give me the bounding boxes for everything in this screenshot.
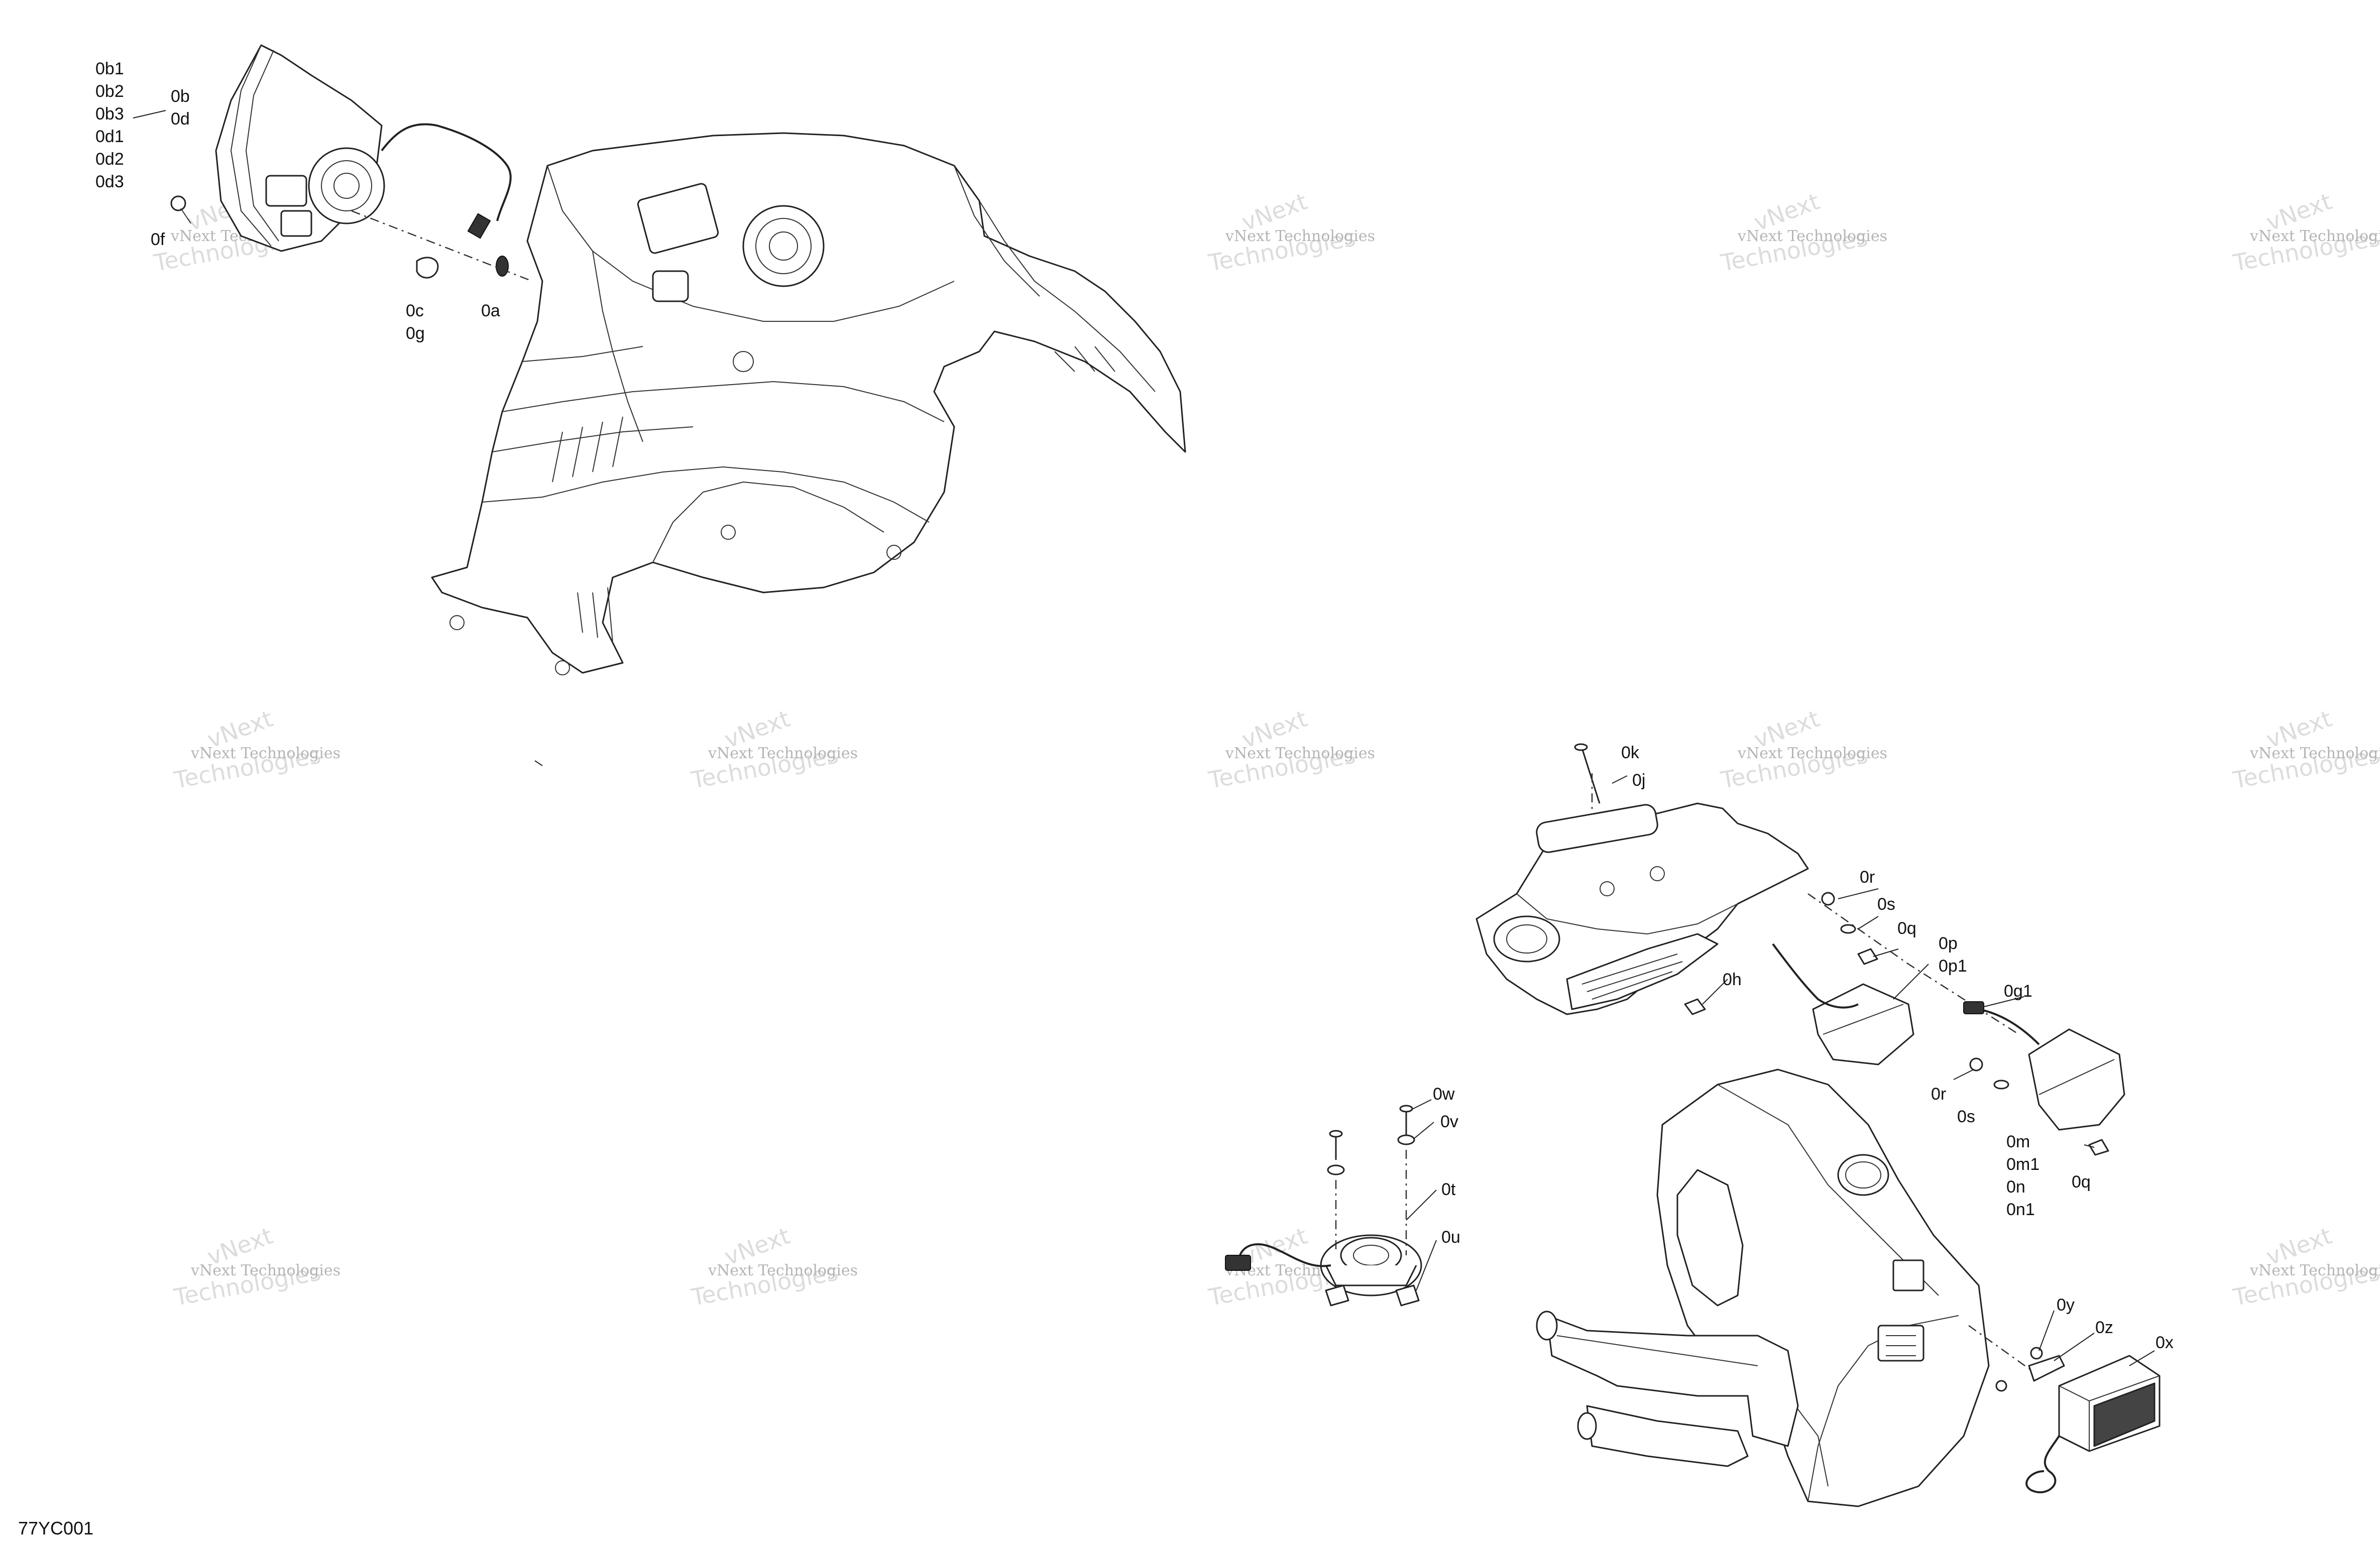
callout-0d3: 0d3 (95, 172, 124, 191)
connector-0g1 (1963, 1001, 1984, 1014)
callout-0m1: 0m1 (2006, 1155, 2039, 1174)
callout-0u: 0u (1441, 1228, 1460, 1247)
watermark: vNext Technologies vNext Technologies (2231, 705, 2380, 794)
watermark: vNext Technologies vNext Technologies (172, 1222, 341, 1311)
callout-0b3: 0b3 (95, 104, 124, 124)
callout-0d2: 0d2 (95, 150, 124, 169)
rear-fender (1656, 1069, 1990, 1507)
screw-left (1327, 1130, 1345, 1175)
svg-text:vNext Technologies: vNext Technologies (2249, 227, 2380, 245)
callout-0r: 0r (1860, 868, 1875, 887)
front-fascia-frame (431, 132, 1186, 675)
svg-text:vNext Technologies: vNext Technologies (2249, 745, 2380, 762)
svg-text:vNext Technologies: vNext Technologies (708, 1262, 858, 1279)
svg-text:vNext Technologies: vNext Technologies (190, 745, 341, 762)
headlight-housing (215, 44, 385, 252)
axis-module (1968, 1325, 2039, 1377)
headlight-wire (381, 123, 512, 221)
callout-0n: 0n (2006, 1177, 2025, 1197)
svg-text:vNext Technologies: vNext Technologies (1225, 227, 1375, 245)
hardware-0r-0s-lower (1969, 1057, 2009, 1090)
headlight-connector (467, 213, 491, 239)
callout-0k: 0k (1621, 743, 1640, 762)
hardware-0q-lower (2088, 1139, 2109, 1156)
callout-0s: 0s (1877, 895, 1895, 914)
callout-0q: 0q (1897, 919, 1916, 938)
nut-0y (2030, 1347, 2043, 1360)
svg-text:vNext Technologies: vNext Technologies (2249, 1262, 2380, 1279)
hardware-0h (1684, 998, 1706, 1015)
svg-text:vNext Technologies: vNext Technologies (708, 745, 858, 762)
callout-0m: 0m (2006, 1132, 2030, 1151)
watermark: vNext Technologies vNext Technologies (172, 705, 341, 794)
callout-0h: 0h (1723, 970, 1742, 989)
bracket-0z (2028, 1355, 2065, 1382)
callout-0q: 0q (2072, 1172, 2091, 1192)
hardware-0r-0s-upper (1821, 892, 1878, 965)
horn-connector (1225, 1255, 1251, 1271)
rear-grab-rail (1536, 1311, 1799, 1467)
callout-0r: 0r (1931, 1085, 1946, 1104)
callout-0g1: 0g1 (2004, 982, 2032, 1001)
callout-labels: 0b1 0b2 0b3 0d1 0d2 0d3 0b 0d 0f 0c 0g 0… (95, 59, 2174, 1352)
callout-0a: 0a (481, 301, 500, 320)
screw-0w (1399, 1105, 1413, 1135)
watermark: vNext Technologies vNext Technologies (2231, 188, 2380, 277)
callout-0t: 0t (1441, 1180, 1456, 1199)
nut-left (1325, 1284, 1349, 1307)
callout-0j: 0j (1632, 771, 1645, 790)
reference-code: 77YC001 (18, 1518, 93, 1538)
screw-0f (170, 195, 191, 224)
control-module (2058, 1355, 2161, 1452)
watermark: vNext Technologies vNext Technologies (1206, 705, 1375, 794)
leader-lines (133, 110, 2155, 1366)
assembly-axis (351, 210, 533, 282)
screw-0k (1574, 743, 1601, 804)
horn-assembly (1320, 1234, 1422, 1296)
callout-0d: 0d (171, 109, 190, 129)
watermark: vNext Technologies vNext Technologies (689, 1222, 858, 1311)
rear-upper-cover (1476, 802, 1809, 1015)
nut-0a (496, 256, 509, 277)
callout-0x: 0x (2156, 1333, 2174, 1352)
callout-0p: 0p (1939, 934, 1958, 953)
nut-0u (1395, 1284, 1420, 1307)
horn-wire (1238, 1243, 1331, 1267)
module-wire (2025, 1435, 2060, 1493)
svg-text:vNext Technologies: vNext Technologies (1737, 227, 1887, 245)
callout-0s: 0s (1957, 1107, 1975, 1126)
callout-0z: 0z (2095, 1318, 2113, 1337)
tail-light-wire-right (1978, 1008, 2040, 1045)
callout-0n1: 0n1 (2006, 1200, 2035, 1219)
clip-0c (416, 257, 439, 279)
callout-0f: 0f (151, 230, 165, 249)
tail-light-left (1812, 983, 1914, 1065)
callout-0v: 0v (1440, 1112, 1458, 1131)
watermark: vNext Technologies vNext Technologies (1206, 188, 1375, 277)
callout-0b2: 0b2 (95, 82, 124, 101)
watermark: vNext Technologies vNext Technologies (689, 705, 858, 794)
tail-light-right (2028, 1028, 2125, 1131)
washer-0v (1397, 1134, 1415, 1145)
svg-text:vNext Technologies: vNext Technologies (190, 1262, 341, 1279)
svg-text:vNext Technologies: vNext Technologies (1737, 745, 1887, 762)
callout-0p1: 0p1 (1939, 957, 1967, 976)
watermark: vNext Technologies vNext Technologies (2231, 1222, 2380, 1311)
watermark: vNext Technologies vNext Technologies (1719, 188, 1887, 277)
callout-0y: 0y (2057, 1295, 2075, 1315)
callout-0b1: 0b1 (95, 59, 124, 78)
callout-0b: 0b (171, 87, 190, 106)
callout-0w: 0w (1433, 1085, 1455, 1104)
callout-0g: 0g (406, 324, 425, 343)
callout-0d1: 0d1 (95, 127, 124, 146)
watermark: vNext Technologies vNext Technologies (1719, 705, 1887, 794)
tail-light-wire-left (1772, 943, 1859, 1009)
callout-0c: 0c (406, 301, 424, 320)
svg-text:vNext Technologies: vNext Technologies (1225, 745, 1375, 762)
nut-rear (1995, 1380, 2007, 1392)
headlight-lens-ring (308, 147, 385, 224)
watermark-layer: vNext Technologies vNext Technologies vN… (152, 188, 2380, 1311)
